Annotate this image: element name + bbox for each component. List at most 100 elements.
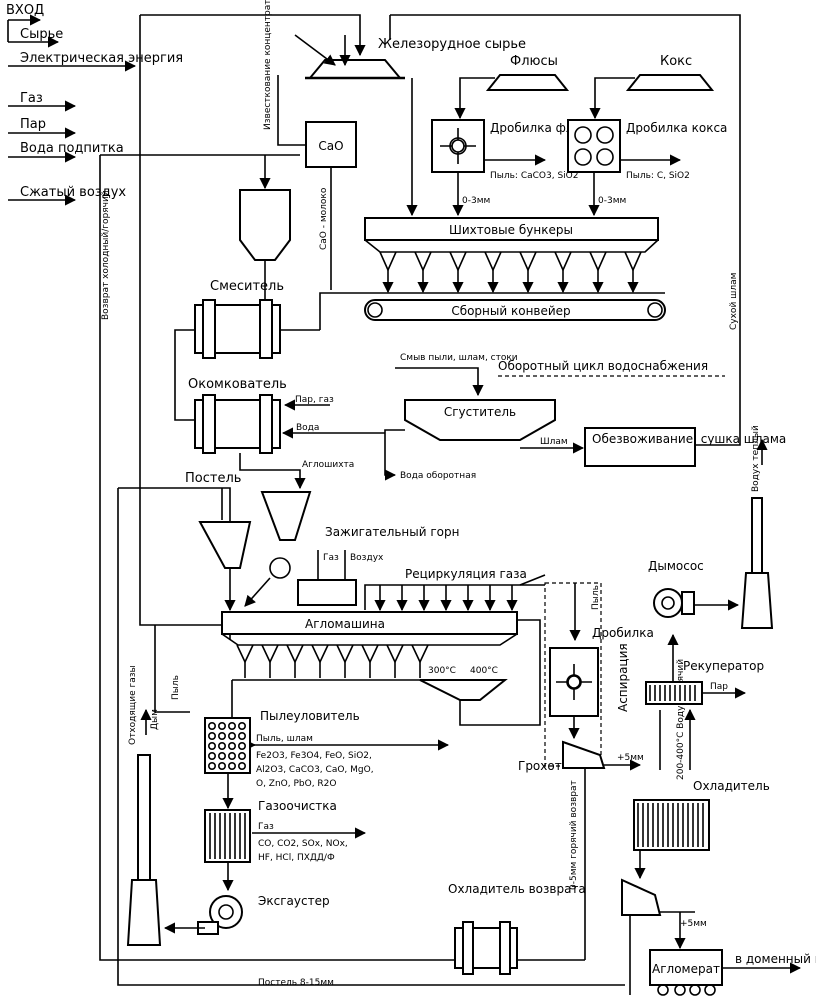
dust-catcher: Пылеуловитель Пыль, шлам Fe2O3, Fe3O4, F…: [204, 709, 450, 810]
legend-item-raw: Сырье: [20, 27, 63, 42]
cooler: Охладитель 200-400°С Водух горячий: [633, 659, 770, 880]
to-blast-label: в доменный цех: [735, 952, 816, 966]
gas-cleaning: Газоочистка Газ CO, CO2, SOx, NOx, HF, H…: [204, 799, 367, 892]
filter-hole: [238, 761, 247, 770]
gas-recirc: Рециркуляция газа: [364, 567, 546, 612]
legend-title: ВХОД: [6, 3, 44, 18]
filter-hole: [228, 741, 237, 750]
recuperator: Рекуператор Пар: [645, 633, 764, 705]
lime-label: Известкование концентрата: [263, 0, 273, 130]
plus5b-label: +5мм: [680, 919, 707, 929]
cooler-body: [633, 799, 710, 851]
wash-inputs-label: Смыв пыли, шлам, стоки: [400, 353, 518, 363]
filter-hole: [208, 741, 217, 750]
filter-hole: [218, 741, 227, 750]
ignition-label: Зажигательный горн: [325, 525, 459, 539]
coke-crusher-label: Дробилка кокса: [626, 121, 727, 135]
thickener-label: Сгуститель: [444, 405, 516, 419]
sinter-machine: Агломашина 300°C 400°C: [221, 611, 541, 751]
sinter-product-label: Агломерат: [652, 962, 720, 976]
windbox: [386, 644, 404, 664]
dewater-label: Обезвоживание, сушка шлама: [592, 432, 786, 446]
smoke-label: Дым: [150, 709, 160, 730]
cao-milk-label: CaO - молоко: [319, 187, 329, 250]
flux-label: Флюсы: [510, 54, 558, 69]
filter-hole: [218, 721, 227, 730]
windbox: [311, 644, 329, 664]
exhauster: Эксгаустер: [163, 894, 330, 935]
legend-item-power: Электрическая энергия: [20, 51, 183, 66]
screen-label: Грохот: [518, 759, 562, 773]
conveyor-label: Сборный конвейер: [451, 304, 570, 318]
cao-label: CaO: [318, 139, 343, 153]
machine-label: Агломашина: [305, 617, 385, 631]
filter-hole: [218, 761, 227, 770]
windbox: [236, 644, 254, 664]
steam-gas-label: Пар, газ: [295, 395, 334, 405]
cao-box: CaO CaO - молоко: [277, 75, 357, 290]
bunker-outlet: [414, 251, 432, 272]
filter-hole: [238, 741, 247, 750]
dust-catcher-label: Пылеуловитель: [260, 709, 360, 723]
hot-air-label: 200-400°С Водух горячий: [676, 659, 686, 780]
ore-pile: Железорудное сырье: [294, 34, 526, 80]
filter-hole: [218, 731, 227, 740]
bunker-outlet: [484, 251, 502, 272]
coke-size-label: 0-3мм: [598, 196, 626, 206]
return-cooler-label: Охладитель возврата: [448, 882, 586, 896]
water-cycle: Смыв пыли, шлам, стоки Оборотный цикл во…: [384, 353, 786, 481]
windbox: [361, 644, 379, 664]
water-cycle-title: Оборотный цикл водоснабжения: [498, 359, 708, 373]
filter-hole: [228, 731, 237, 740]
flux-dust-label: Пыль: CaCO3, SiO2: [490, 171, 578, 181]
left-stack: Отходящие газы Дым: [126, 665, 162, 946]
gas-clean-label: Газоочистка: [258, 799, 337, 813]
filter-hole: [208, 761, 217, 770]
gas1-label: CO, CO2, SOx, NOx,: [258, 839, 348, 849]
return-label: Возврат холодный/горячий: [101, 190, 111, 320]
ign-air-label: Воздух: [350, 553, 384, 563]
filter-hole: [208, 731, 217, 740]
temp-400-label: 400°C: [470, 666, 498, 676]
right-dust-label: Пыль: [591, 585, 601, 610]
aspiration-label: Аспирация: [616, 643, 630, 712]
coke-dust-label: Пыль: C, SiO2: [626, 171, 690, 181]
filter-hole: [218, 751, 227, 760]
ignition-hood: Зажигательный горн Газ Воздух: [297, 525, 459, 606]
bedding-hopper: Постель: [185, 471, 252, 612]
bedding-return-label: Постель 8-15мм: [258, 978, 334, 988]
bunker-outlet: [379, 251, 397, 272]
mixer-label: Смеситель: [210, 279, 284, 294]
filter-hole: [228, 721, 237, 730]
lime-hopper: [239, 189, 291, 290]
gas2-label: HF, HCl, ПХДД/Ф: [258, 853, 335, 863]
comp2-label: Al2O3, CaCO3, CaO, MgO,: [256, 765, 374, 775]
charge-hopper: [244, 491, 312, 607]
hot-return-label: 0-5мм горячий возврат: [569, 780, 579, 890]
offgas-label: Отходящие газы: [128, 665, 138, 745]
recirc-label: Рециркуляция газа: [405, 567, 527, 581]
windbox: [261, 644, 279, 664]
final-screen: +5мм: [621, 878, 707, 995]
bunker-outlet: [624, 251, 642, 272]
filter-hole: [238, 721, 247, 730]
legend-item-gas: Газ: [20, 91, 43, 106]
gas-out-label: Газ: [258, 822, 274, 832]
input-legend: ВХОД Сырье Электрическая энергия Газ Пар…: [6, 3, 183, 206]
bunker-outlet: [519, 251, 537, 272]
comp3-label: O, ZnO, PbO, R2O: [256, 779, 337, 789]
exhauster-label: Эксгаустер: [258, 894, 330, 908]
collecting-conveyor: Сборный конвейер: [319, 292, 666, 321]
smoke-fan-label: Дымосос: [648, 559, 704, 573]
ign-gas-label: Газ: [323, 553, 339, 563]
recycled-water-label: Вода оборотная: [400, 471, 476, 481]
charge-bunkers-label: Шихтовые бункеры: [449, 223, 573, 237]
legend-item-water: Вода подпитка: [20, 141, 124, 156]
charge-mix-label: Аглошихта: [302, 460, 354, 470]
crusher-label: Дробилка: [592, 626, 654, 640]
legend-item-steam: Пар: [20, 117, 46, 132]
windbox: [286, 644, 304, 664]
smoke-fan: Дымосос: [648, 559, 740, 618]
aspiration-zone: Пыль Дробилка Аспирация Грохот +5мм 0-5м…: [518, 582, 654, 960]
sinter-wagon: Агломерат в доменный цех: [649, 949, 816, 996]
